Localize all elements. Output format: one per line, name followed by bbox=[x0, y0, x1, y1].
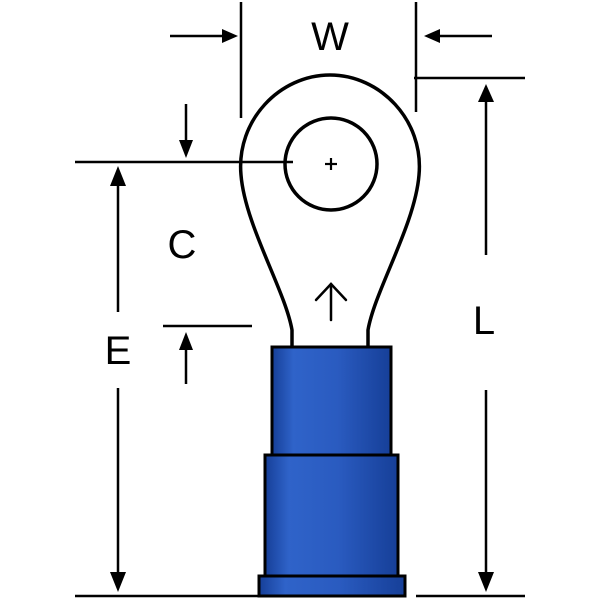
dimension-e bbox=[75, 166, 262, 598]
c-arrow-lower-head bbox=[179, 332, 193, 350]
e-label: E bbox=[105, 329, 132, 373]
up-arrow-icon bbox=[314, 282, 348, 322]
l-arrow-lower-head bbox=[478, 572, 494, 592]
barrel-collar bbox=[257, 574, 407, 598]
l-arrow-upper-head bbox=[478, 84, 494, 102]
dimension-w bbox=[170, 2, 492, 118]
insulation-barrel bbox=[257, 345, 407, 598]
l-label: L bbox=[473, 299, 495, 343]
c-arrow-upper-head bbox=[179, 140, 193, 158]
e-arrow-lower-head bbox=[110, 572, 126, 592]
w-arrow-left-head bbox=[222, 29, 238, 43]
barrel-upper-sleeve bbox=[270, 345, 393, 457]
ring-terminal bbox=[238, 73, 422, 348]
e-arrow-upper-head bbox=[110, 166, 126, 186]
center-mark-icon bbox=[325, 158, 337, 170]
c-label: C bbox=[168, 223, 197, 267]
barrel-lower-sleeve bbox=[263, 453, 400, 579]
dimension-l bbox=[414, 76, 525, 598]
w-arrow-right-head bbox=[424, 29, 440, 43]
dimension-c bbox=[75, 104, 293, 384]
w-label: W bbox=[311, 15, 349, 59]
